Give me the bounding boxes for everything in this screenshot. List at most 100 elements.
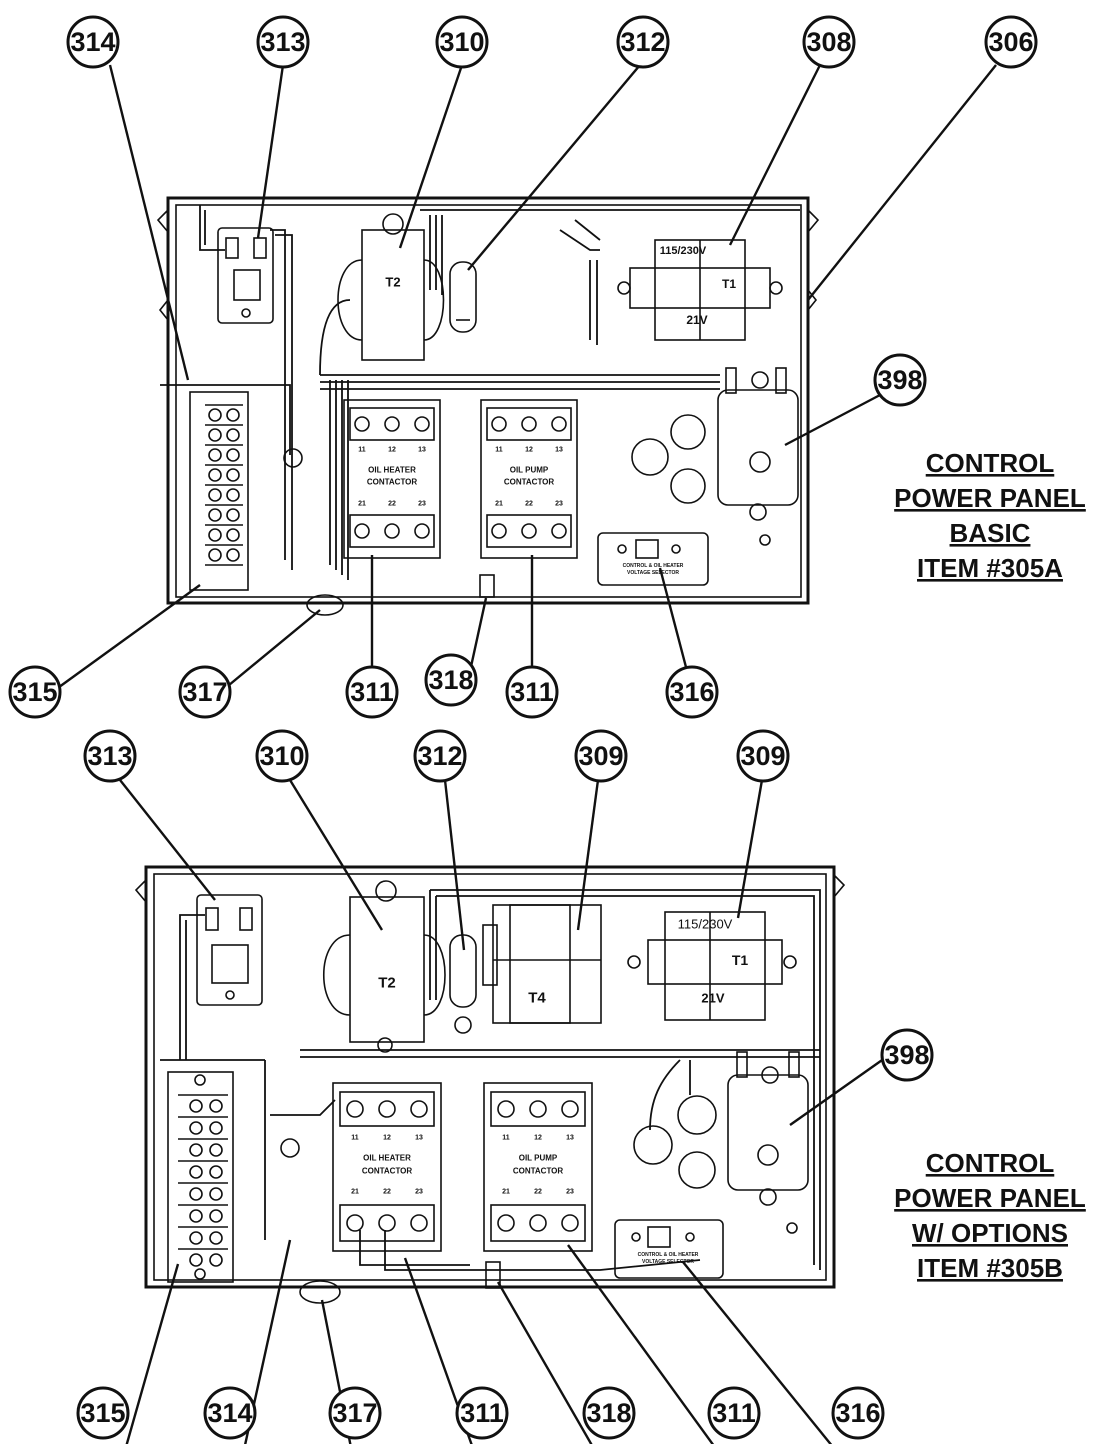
oil-pump-label-2: CONTACTOR <box>504 478 555 487</box>
title-line-1: CONTROL <box>926 1148 1055 1178</box>
svg-text:21: 21 <box>351 1189 359 1196</box>
svg-text:311: 311 <box>510 677 554 707</box>
svg-text:310: 310 <box>439 27 484 57</box>
callout-312: 312 <box>616 15 670 69</box>
t1-secondary-label: 21V <box>701 991 724 1006</box>
oil-heater-label-1: OIL HEATER <box>363 1154 411 1163</box>
callout-317: 317 <box>328 1386 382 1440</box>
voltage-selector-316: CONTROL & OIL HEATER VOLTAGE SELECTOR <box>614 1219 724 1279</box>
oil-heater-label-1: OIL HEATER <box>368 466 416 475</box>
svg-text:312: 312 <box>620 27 665 57</box>
svg-text:22: 22 <box>525 501 533 508</box>
relay-313 <box>217 227 274 324</box>
svg-text:13: 13 <box>555 447 563 454</box>
oil-pump-label-2: CONTACTOR <box>513 1167 564 1176</box>
svg-text:313: 313 <box>260 27 305 57</box>
callout-310: 310 <box>255 729 309 783</box>
oil-heater-label-2: CONTACTOR <box>367 478 418 487</box>
svg-text:21: 21 <box>358 501 366 508</box>
svg-text:23: 23 <box>418 501 426 508</box>
svg-text:11: 11 <box>502 1135 510 1142</box>
t1-label: T1 <box>732 952 749 968</box>
oil-pump-contactor: 11 12 13 OIL PUMP CONTACTOR 21 22 23 <box>480 399 578 559</box>
t2-label: T2 <box>385 275 400 290</box>
callout-311: 311 <box>707 1386 761 1440</box>
terminal-strip-315 <box>167 1071 234 1283</box>
title-line-2: POWER PANEL <box>894 1183 1086 1213</box>
svg-text:314: 314 <box>70 27 115 57</box>
relay-313 <box>196 894 263 1006</box>
svg-text:314: 314 <box>207 1398 252 1428</box>
svg-text:23: 23 <box>555 501 563 508</box>
transformer-t1: 115/230V T1 21V <box>617 239 783 341</box>
panel-basic: T2 115/230V T1 21V <box>156 196 820 616</box>
svg-text:311: 311 <box>460 1398 504 1428</box>
svg-text:315: 315 <box>80 1398 125 1428</box>
svg-text:11: 11 <box>351 1135 359 1142</box>
callout-315: 315 <box>8 665 62 719</box>
svg-text:317: 317 <box>332 1398 377 1428</box>
svg-text:318: 318 <box>586 1398 631 1428</box>
title-line-4: ITEM #305A <box>917 553 1063 583</box>
callout-398: 398 <box>873 353 927 407</box>
svg-text:CONTROL & OIL HEATER: CONTROL & OIL HEATER <box>638 1252 699 1258</box>
callout-316: 316 <box>665 665 719 719</box>
svg-text:312: 312 <box>417 741 462 771</box>
svg-text:398: 398 <box>877 365 922 395</box>
title-line-1: CONTROL <box>926 448 1055 478</box>
transformer-t1: 115/230V T1 21V <box>627 911 797 1021</box>
svg-text:310: 310 <box>259 741 304 771</box>
svg-text:316: 316 <box>835 1398 880 1428</box>
svg-text:23: 23 <box>566 1189 574 1196</box>
callout-309: 309 <box>736 729 790 783</box>
svg-text:21: 21 <box>495 501 503 508</box>
svg-text:309: 309 <box>740 741 785 771</box>
svg-text:311: 311 <box>712 1398 756 1428</box>
ground-lug-318 <box>485 1261 501 1289</box>
bushing-317 <box>306 594 344 616</box>
svg-text:21: 21 <box>502 1189 510 1196</box>
callout-313: 313 <box>256 15 310 69</box>
callout-316: 316 <box>831 1386 885 1440</box>
callout-318: 318 <box>424 653 478 707</box>
svg-text:CONTROL & OIL HEATER: CONTROL & OIL HEATER <box>623 563 684 569</box>
svg-text:12: 12 <box>525 447 533 454</box>
receptacle-398 <box>717 367 799 546</box>
svg-text:22: 22 <box>383 1189 391 1196</box>
svg-text:306: 306 <box>988 27 1033 57</box>
svg-text:11: 11 <box>358 447 366 454</box>
svg-text:22: 22 <box>534 1189 542 1196</box>
callout-306: 306 <box>984 15 1038 69</box>
oil-pump-label-1: OIL PUMP <box>510 466 549 475</box>
svg-text:13: 13 <box>415 1135 423 1142</box>
t4-label: T4 <box>528 990 546 1007</box>
svg-text:13: 13 <box>566 1135 574 1142</box>
oil-pump-label-1: OIL PUMP <box>519 1154 558 1163</box>
title-line-3: W/ OPTIONS <box>912 1218 1068 1248</box>
callout-318: 318 <box>582 1386 636 1440</box>
svg-text:VOLTAGE SELECTOR: VOLTAGE SELECTOR <box>627 570 679 576</box>
svg-text:316: 316 <box>669 677 714 707</box>
receptacle-398 <box>727 1051 809 1234</box>
oil-heater-label-2: CONTACTOR <box>362 1167 413 1176</box>
callout-312: 312 <box>413 729 467 783</box>
title-line-4: ITEM #305B <box>917 1253 1063 1283</box>
transformer-t2: T2 <box>323 880 446 1053</box>
panel-enclosure <box>166 196 810 605</box>
title-line-2: POWER PANEL <box>894 483 1086 513</box>
t1-secondary-label: 21V <box>686 313 707 327</box>
svg-text:12: 12 <box>534 1135 542 1142</box>
svg-text:12: 12 <box>383 1135 391 1142</box>
oil-heater-contactor: 11 12 13 OIL HEATER CONTACTOR 21 22 23 <box>332 1082 442 1252</box>
svg-text:398: 398 <box>884 1040 929 1070</box>
callout-311: 311 <box>455 1386 509 1440</box>
callout-308: 308 <box>802 15 856 69</box>
svg-text:13: 13 <box>418 447 426 454</box>
transformer-t2: T2 <box>337 213 445 361</box>
callout-311: 311 <box>505 665 559 719</box>
fuse-holder-312 <box>449 261 477 333</box>
callout-311: 311 <box>345 665 399 719</box>
callouts-options: 313 310 312 309 309 398 315 314 317 311 … <box>76 729 934 1444</box>
svg-text:309: 309 <box>578 741 623 771</box>
